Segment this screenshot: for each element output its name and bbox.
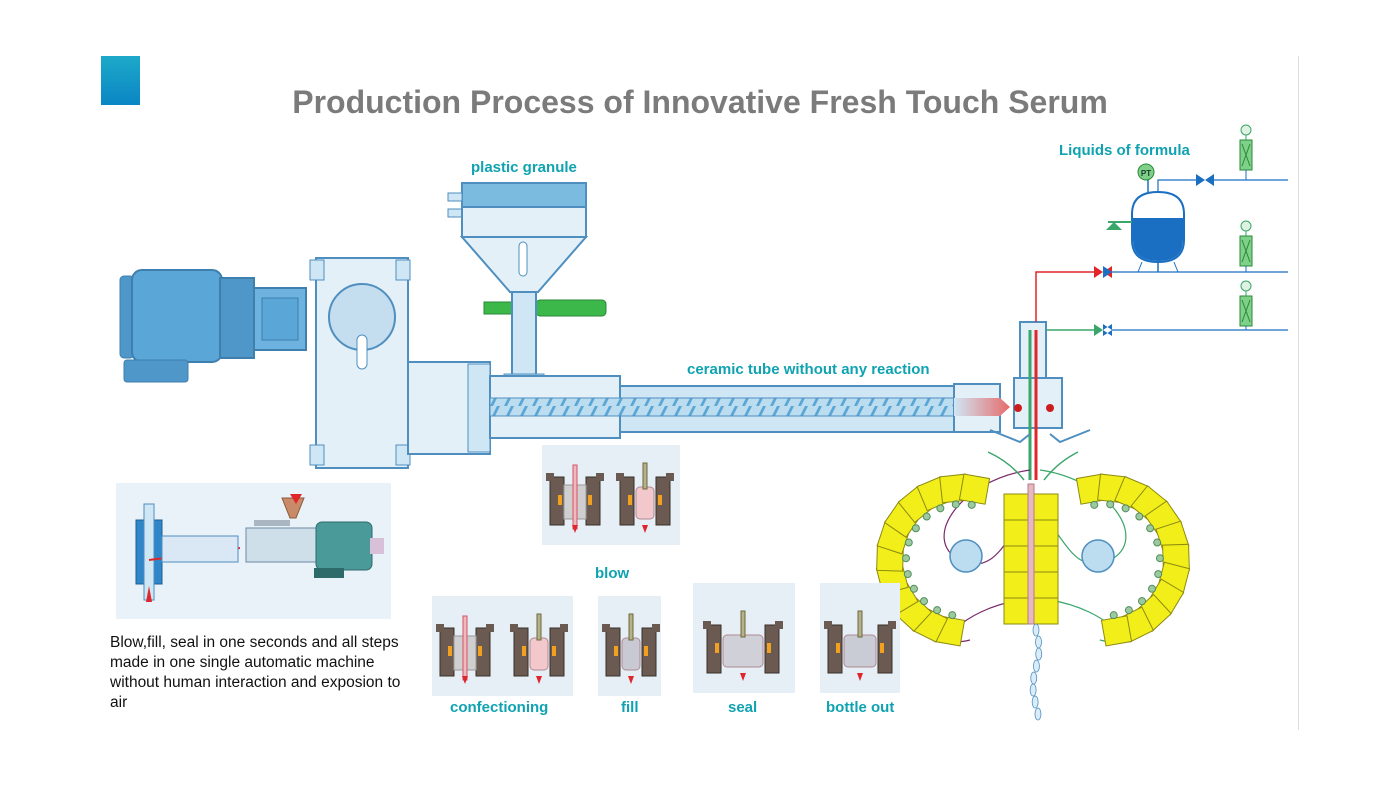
label-blow: blow	[595, 565, 630, 582]
label-bottle-out: bottle out	[826, 699, 895, 716]
accent-block	[101, 56, 140, 105]
valve-icon	[1094, 174, 1214, 336]
label-ceramic-tube: ceramic tube without any reaction	[687, 361, 930, 378]
filter-units	[1239, 124, 1253, 330]
mold-wheel-icon	[875, 451, 1191, 721]
machine-inset	[116, 483, 391, 619]
label-plastic-granule: plastic granule	[471, 159, 577, 176]
extrusion-head	[989, 321, 1091, 480]
label-confectioning: confectioning	[450, 699, 549, 716]
page-title: Production Process of Innovative Fresh T…	[292, 84, 1108, 120]
label-seal: seal	[728, 699, 758, 716]
right-divider	[1298, 56, 1299, 730]
label-fill: fill	[621, 699, 639, 716]
screw-icon	[489, 375, 1010, 439]
mold-stations	[432, 445, 900, 696]
gearbox-icon	[309, 257, 491, 469]
pt-gauge-label: PT	[1141, 169, 1151, 178]
process-description: Blow,fill, seal in one seconds and all s…	[110, 634, 401, 711]
label-liquids-of-formula: Liquids of formula	[1059, 142, 1190, 159]
hopper-icon	[447, 182, 607, 387]
liquid-lines	[1035, 179, 1288, 331]
tank-icon: PT	[1106, 163, 1185, 273]
motor-icon	[119, 269, 307, 383]
